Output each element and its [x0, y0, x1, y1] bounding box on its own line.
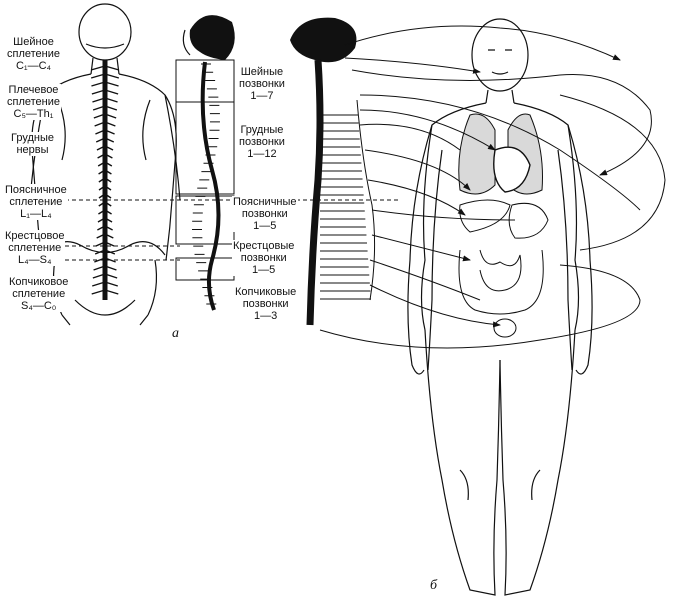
plexus-label-lumbar: Поясничное сплетение L₁—L₄: [4, 184, 68, 220]
side-spine-figure: [175, 15, 235, 311]
brain-and-cord: [290, 17, 357, 326]
panel-label-a: а: [172, 326, 179, 341]
plexus-label-sacral: Крестцовое сплетение L₄—S₄: [4, 230, 66, 266]
front-body-figure: [407, 18, 593, 596]
sympathetic-chain: [320, 99, 376, 301]
vertebra-label-cervical: Шейные позвонки 1—7: [238, 66, 286, 102]
plexus-label-brachial: Плечевое сплетение C₅—Th₁: [6, 84, 61, 120]
plexus-label-thoracic: Грудные нервы: [10, 132, 55, 156]
panel-label-b: б: [430, 578, 438, 593]
vertebra-label-thoracic: Грудные позвонки 1—12: [238, 124, 286, 160]
plexus-label-coccygeal: Копчиковое сплетение S₄—C₀: [8, 276, 70, 312]
vertebra-label-coccygeal: Копчиковые позвонки 1—3: [234, 286, 298, 322]
plexus-label-cervical: Шейное сплетение C₁—C₄: [6, 36, 61, 72]
back-view-figure: [29, 3, 181, 326]
vertebra-label-lumbar: Поясничные позвонки 1—5: [232, 196, 298, 232]
vertebra-label-sacral: Крестцовые позвонки 1—5: [232, 240, 296, 276]
nerve-pathways: [319, 25, 666, 349]
spinal-cord-back: [90, 60, 120, 300]
internal-organs: [458, 113, 549, 338]
